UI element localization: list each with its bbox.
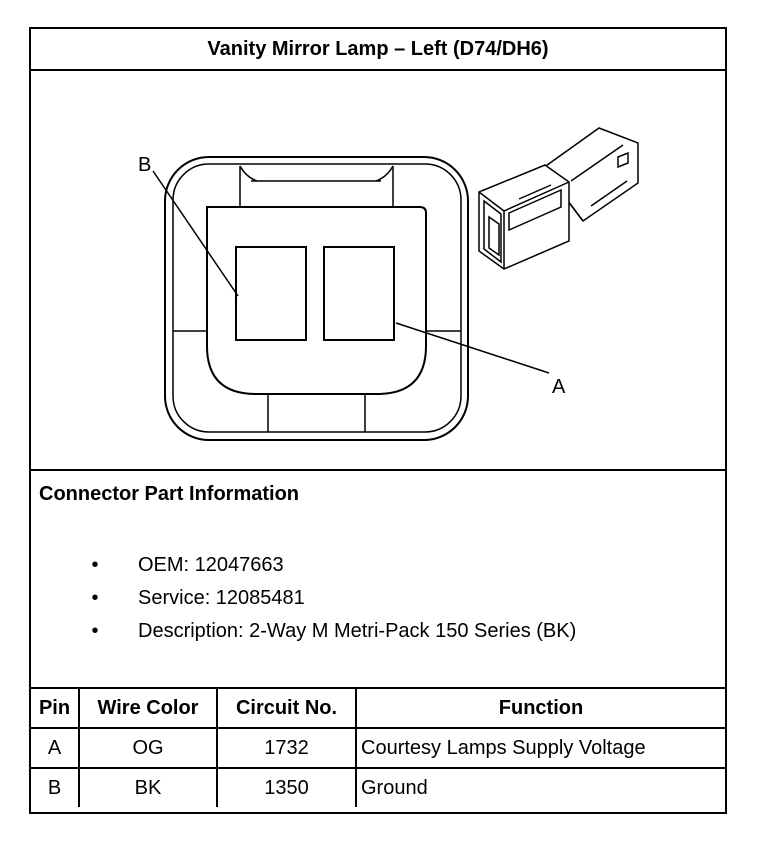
function-cell: Ground [355,767,725,807]
table-row: A OG 1732 Courtesy Lamps Supply Voltage [31,727,725,769]
page-title: Vanity Mirror Lamp – Left (D74/DH6) [31,29,725,71]
table-header-row: Pin Wire Color Circuit No. Function [31,689,725,729]
header-pin: Pin [31,689,80,729]
terminal-b-cavity [235,246,307,341]
lock-rails [239,166,394,207]
pin-cell: A [31,727,80,769]
pin-table: Pin Wire Color Circuit No. Function A OG… [31,689,725,807]
wire-color-cell: BK [78,767,218,807]
oem-part-number: OEM: 12047663 [138,554,284,576]
connector-iso-sketch [478,127,639,270]
connector-part-info: Connector Part Information • OEM: 120476… [31,471,725,689]
callout-b-label: B [138,154,151,176]
info-heading: Connector Part Information [39,483,300,505]
connector-face-drawing: B A [138,127,639,441]
connector-inner-shell [172,163,462,433]
function-cell: Courtesy Lamps Supply Voltage [355,727,725,769]
connector-outer-shell [164,156,469,441]
header-circuit-no: Circuit No. [216,689,357,729]
connector-figure: B A [31,71,725,471]
wire-color-cell: OG [78,727,218,769]
connector-description: Description: 2-Way M Metri-Pack 150 Seri… [138,620,577,642]
bullet: • [91,620,99,642]
circuit-no-cell: 1732 [216,727,357,769]
connector-cavity-block [206,206,427,395]
callout-a-leader [395,322,550,374]
terminal-a-cavity [323,246,395,341]
header-function: Function [355,689,725,729]
callout-b-leader [152,170,239,297]
circuit-no-cell: 1350 [216,767,357,807]
pin-cell: B [31,767,80,807]
table-row: B BK 1350 Ground [31,767,725,807]
bottom-key [267,394,366,432]
connector-sheet: Vanity Mirror Lamp – Left (D74/DH6) [29,27,727,814]
bullet: • [91,554,99,576]
callout-a-label: A [552,376,566,398]
bullet: • [91,587,99,609]
header-wire-color: Wire Color [78,689,218,729]
service-part-number: Service: 12085481 [138,587,305,609]
